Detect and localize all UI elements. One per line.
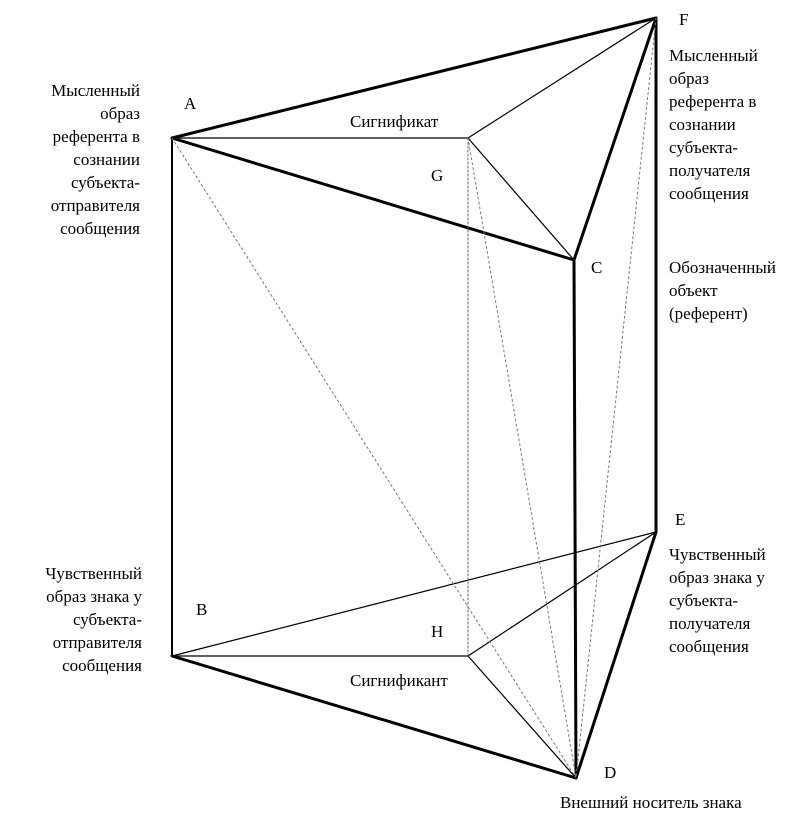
sender-mental-image-label: Мысленный образ референта в сознании суб… [50,81,140,238]
edge-C-D [572,258,578,780]
point-label-E: E [675,510,686,529]
edge-G-F [467,17,657,139]
point-label-B: B [196,600,208,619]
point-label-H: H [431,622,444,641]
point-label-G: G [431,166,444,185]
receiver-mental-image-label: Мысленный образ референта в сознании суб… [669,46,758,203]
point-label-C: C [591,258,603,277]
edge-G-D-hidden [467,137,577,779]
edge-G-C [467,137,575,261]
point-label-F: F [679,10,689,29]
edge-H-E [467,531,657,657]
edge-C-F [572,16,658,262]
receiver-sensory-image-label: Чувственный образ знака у субъекта- полу… [669,545,766,656]
edge-A-C [170,136,576,262]
signifikat-label: Сигнификат [350,112,439,131]
referent-label: Обозначенный объект (референт) [669,258,776,323]
edge-F-D-hidden [575,17,657,779]
edge-A-F [170,16,658,140]
edge-B-D [170,654,578,780]
edge-H-D [467,655,577,779]
edge-E-D [574,530,658,780]
signifikant-label: Сигнификант [350,671,448,690]
external-carrier-label: Внешний носитель знака [560,793,742,812]
sender-sensory-image-label: Чувственный образ знака у субъекта- отпр… [45,564,142,675]
point-label-A: A [184,94,197,113]
point-label-D: D [604,763,617,782]
edge-B-E [171,531,657,657]
edge-A-D-hidden [171,137,577,779]
